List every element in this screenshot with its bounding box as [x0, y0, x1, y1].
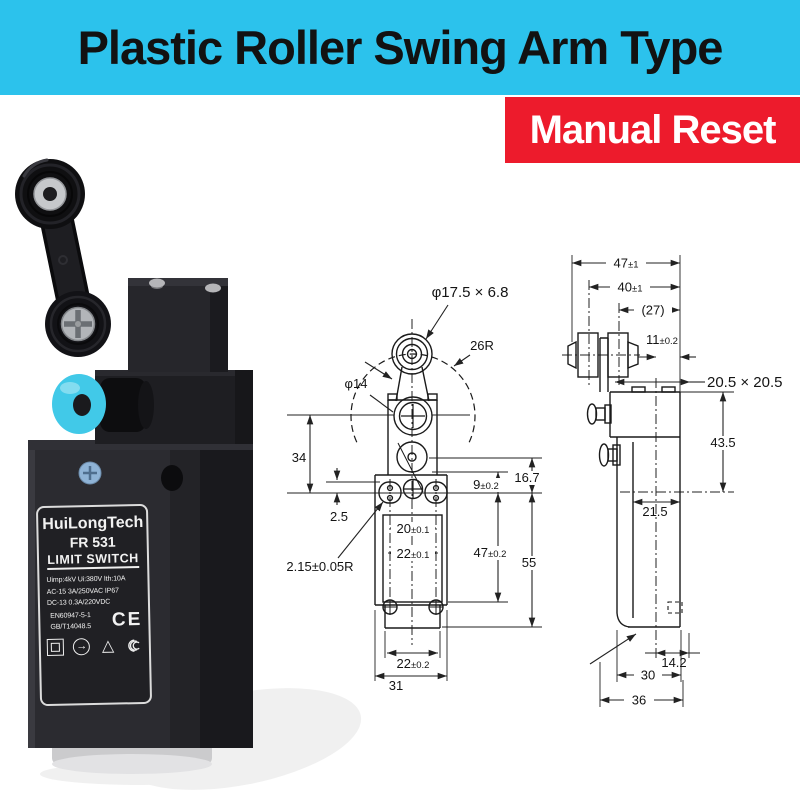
dim-22: 22±0.1	[397, 546, 430, 561]
manual-reset-button	[52, 374, 106, 434]
dim-47: 47±1	[614, 256, 639, 271]
dim-34: 34	[292, 450, 306, 465]
dim-40: 40±1	[618, 280, 643, 295]
roller-swing-arm	[15, 158, 111, 357]
badge-label: Manual Reset	[529, 107, 777, 152]
dim-14-2: 14.2	[661, 655, 686, 670]
ccc-mark-icon	[126, 636, 143, 653]
switch-head	[128, 278, 228, 372]
dim-30: 30	[641, 668, 655, 683]
spec-line: DC-13 0.3A/220VDC	[46, 598, 111, 607]
switch-mid-section	[95, 370, 253, 444]
dim-31: 31	[389, 678, 403, 693]
nameplate: HuiLongTech FR 531 LIMIT SWITCH Uimp:4kV…	[35, 503, 153, 707]
page-title: Plastic Roller Swing Arm Type	[77, 21, 724, 74]
certification-icons: → △	[45, 636, 145, 656]
manual-reset-badge: Manual Reset	[505, 97, 800, 163]
side-view-labels: 47±1 40±1 (27) 11±0.2 20.5 × 20.5 43.5 2…	[606, 256, 782, 708]
dim-22-base: 22±0.2	[397, 656, 430, 671]
side-view-dimension-lines	[571, 255, 734, 707]
head-screw	[149, 278, 165, 288]
dim-head-section: 20.5 × 20.5	[707, 374, 782, 391]
standards-row: EN60947-5-1 GB/T14048.5 CE	[47, 608, 144, 633]
brand-name: HuiLongTech	[42, 513, 144, 534]
dim-roller-size: φ17.5 × 6.8	[432, 284, 509, 301]
dim-ear-radius: 2.15±0.05R	[286, 559, 353, 574]
square-in-square-icon	[46, 638, 65, 656]
dim-27: (27)	[641, 303, 664, 318]
dim-9: 9±0.2	[473, 477, 499, 492]
dim-36: 36	[632, 693, 646, 708]
dim-2-5: 2.5	[330, 509, 348, 524]
front-view-dimension-lines	[287, 304, 542, 681]
title-banner: Plastic Roller Swing Arm Type	[0, 0, 800, 95]
dim-pivot-dia: φ14	[345, 376, 368, 391]
conduit-hole	[161, 465, 183, 491]
dim-55: 55	[522, 555, 536, 570]
swing-arc	[350, 353, 476, 443]
front-view-outline	[374, 333, 448, 629]
dim-16-7: 16.7	[514, 470, 539, 485]
spec-block: Uimp:4kV Ui:380V Ith:10A AC-15 3A/250VAC…	[43, 573, 144, 634]
head-screw	[205, 283, 221, 293]
spec-line: EN60947-5-1	[50, 611, 91, 620]
dim-47: 47±0.2	[474, 545, 507, 560]
ce-mark: CE	[111, 608, 143, 631]
side-view-outline	[567, 332, 683, 628]
dim-43-5: 43.5	[710, 435, 735, 450]
roller	[15, 158, 85, 229]
front-view-labels: φ17.5 × 6.8 26R φ14 34 2.5 2.15±0.05R 20…	[286, 284, 544, 693]
side-view-drawing: 47±1 40±1 (27) 11±0.2 20.5 × 20.5 43.5 2…	[562, 255, 782, 708]
dim-11: 11±0.2	[646, 332, 678, 347]
spec-line: GB/T14048.5	[50, 623, 92, 631]
dim-21-5: 21.5	[642, 504, 667, 519]
front-view-drawing: φ17.5 × 6.8 26R φ14 34 2.5 2.15±0.05R 20…	[286, 284, 544, 693]
arrow-in-circle-icon: →	[73, 637, 91, 655]
triangle-icon: △	[101, 637, 115, 655]
side-view-centerlines	[562, 280, 734, 660]
dim-20: 20±0.1	[397, 521, 430, 536]
arm-pivot	[45, 291, 111, 357]
dim-arc-radius: 26R	[470, 338, 494, 353]
product-type: LIMIT SWITCH	[47, 551, 139, 570]
